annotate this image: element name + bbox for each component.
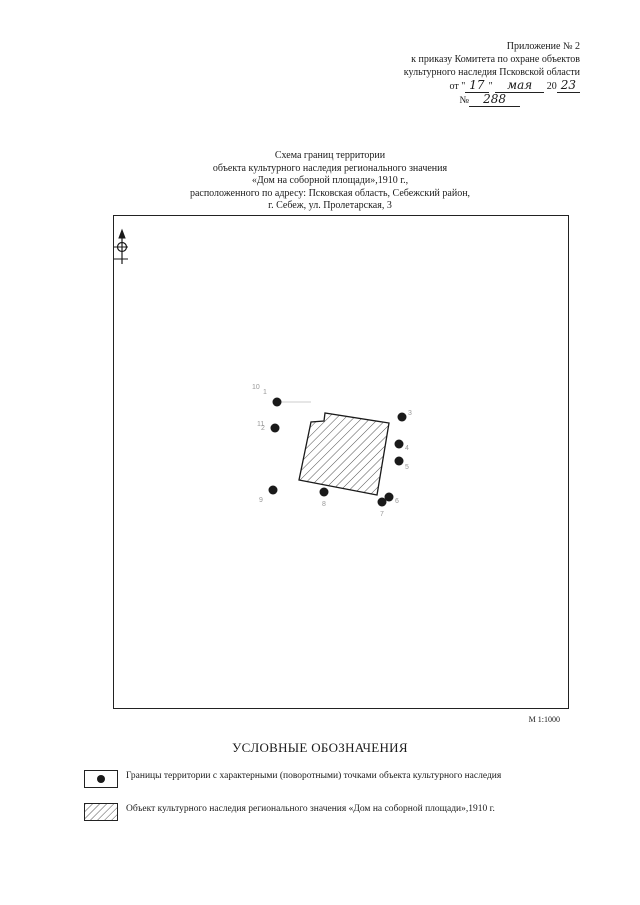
boundary-point-label-9: 9 (259, 497, 263, 504)
hatched-area-icon (85, 804, 117, 820)
boundary-point-label-8: 8 (322, 501, 326, 508)
title-line-4: расположенного по адресу: Псковская обла… (189, 187, 471, 199)
boundary-point-9 (268, 485, 278, 495)
boundary-point-6 (384, 492, 394, 502)
title-line-3: «Дом на соборной площади»,1910 г., (251, 175, 409, 186)
boundary-point-5 (394, 456, 404, 466)
date-prefix: от " (449, 81, 466, 92)
boundary-point-label-6: 6 (395, 498, 399, 505)
title-line-2: объекта культурного наследия регионально… (212, 162, 448, 174)
number-value: 288 (469, 93, 520, 107)
boundary-points: 1 2 3 4 5 6 7 8 9 10 11 (252, 384, 412, 518)
boundary-point-4 (394, 439, 404, 449)
boundary-point-label-1: 1 (263, 389, 267, 396)
boundary-point-7 (377, 497, 387, 507)
legend-text-points: Границы территории с характерными (повор… (126, 771, 502, 781)
title-line-1: Схема границ территории (274, 150, 386, 161)
appendix-line-2: к приказу Комитета по охране объектов (411, 54, 580, 65)
appendix-header: Приложение № 2 к приказу Комитета по охр… (330, 40, 580, 107)
boundary-point-label-7: 7 (380, 511, 384, 518)
heritage-building-area (298, 412, 390, 496)
boundary-point-8 (319, 487, 329, 497)
boundary-point-label-10: 10 (252, 384, 260, 391)
appendix-line-3: культурного наследия Псковской области (403, 67, 580, 78)
date-month: мая (495, 79, 545, 93)
boundary-point-label-4: 4 (405, 445, 409, 452)
boundary-point-label-11: 11 (257, 421, 264, 428)
date-year-prefix: 20 (546, 81, 557, 92)
title-line-5: г. Себеж, ул. Пролетарская, 3 (268, 200, 392, 211)
north-arrow-icon (114, 228, 128, 264)
boundary-point-3 (397, 412, 407, 422)
date-sep: " (488, 81, 493, 92)
boundary-point-icon (97, 775, 105, 783)
boundary-point-label-5: 5 (405, 464, 409, 471)
map-canvas: 1 2 3 4 5 6 7 8 9 10 11 (114, 228, 412, 518)
legend-heading: УСЛОВНЫЕ ОБОЗНАЧЕНИЯ (232, 740, 408, 755)
map-scale: М 1:1000 (528, 715, 560, 724)
number-prefix: № (459, 95, 470, 106)
legend-text-area: Объект культурного наследия региональног… (126, 804, 495, 814)
legend-box-points (84, 770, 118, 788)
legend-box-area (84, 803, 118, 821)
appendix-line-1: Приложение № 2 (506, 41, 580, 52)
map-frame: 1 2 3 4 5 6 7 8 9 10 11 (113, 215, 569, 709)
date-day: 17 (465, 79, 489, 93)
boundary-point-label-2: 2 (261, 425, 265, 432)
boundary-point-label-3: 3 (408, 410, 412, 417)
boundary-point-2 (270, 423, 280, 433)
scheme-title: Схема границ территории объекта культурн… (140, 150, 520, 213)
date-year: 23 (556, 79, 580, 93)
boundary-point-1 (272, 397, 282, 407)
